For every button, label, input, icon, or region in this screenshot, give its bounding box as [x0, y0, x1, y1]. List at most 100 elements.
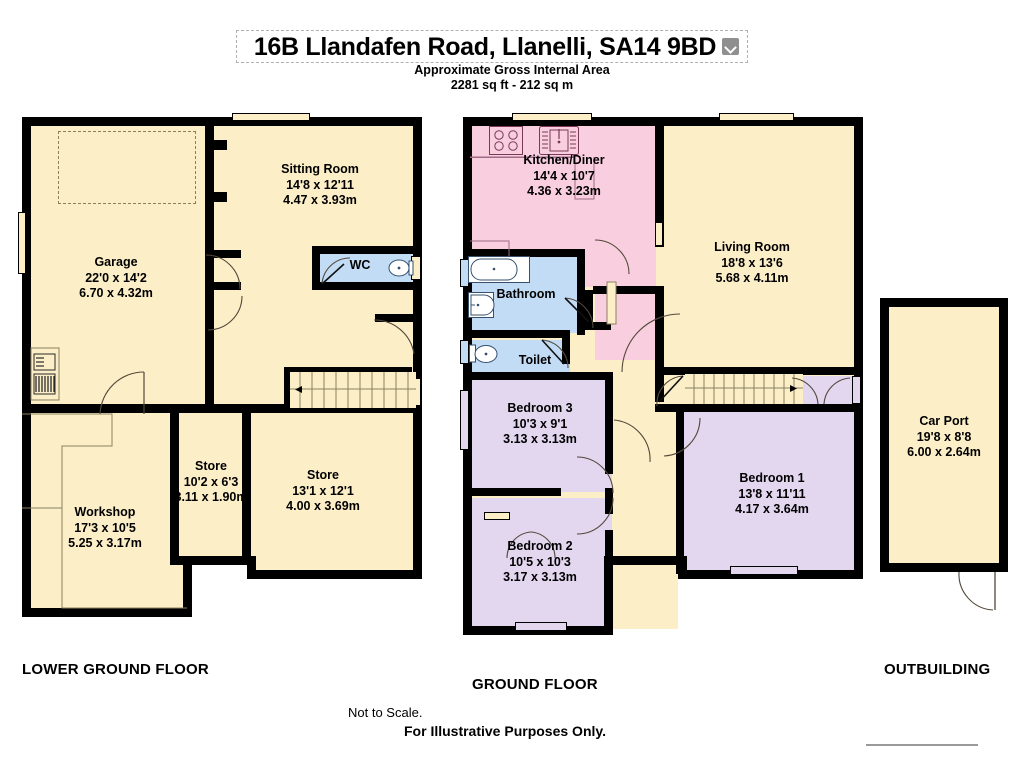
door-bathroom — [564, 297, 594, 329]
room-metric-carport: 6.00 x 2.64m — [907, 445, 981, 459]
hob-icon — [489, 126, 523, 155]
wall-hall-upper — [205, 250, 241, 258]
room-name-sitting: Sitting Room — [281, 162, 359, 176]
wall-bed3-bottom — [463, 488, 561, 496]
wall-carport-bottom — [880, 563, 968, 572]
room-imperial-kitchen: 14'4 x 10'7 — [533, 168, 595, 183]
garage-parking-outline — [58, 131, 196, 204]
wall-lower-left — [22, 117, 31, 617]
room-label-bed3: Bedroom 3 10'3 x 9'1 3.13 x 3.13m — [477, 401, 603, 448]
room-name-living: Living Room — [714, 240, 790, 254]
window-bed3-left — [460, 390, 469, 450]
wall-ground-right — [854, 117, 863, 579]
room-name-toilet: Toilet — [518, 353, 552, 367]
room-metric-bed2: 3.17 x 3.13m — [503, 570, 577, 584]
door-hall-stair — [656, 375, 684, 407]
room-name-bed2: Bedroom 2 — [507, 539, 573, 553]
wall-lower-bottom-mid — [183, 556, 192, 617]
room-label-bed2: Bedroom 2 10'5 x 10'3 3.17 x 3.13m — [477, 539, 603, 586]
wall-lower-mid-horizontal — [22, 404, 422, 413]
wall-wc-left — [312, 246, 320, 290]
room-metric-living: 5.68 x 4.11m — [715, 271, 789, 285]
window-kitchen-top — [512, 113, 592, 121]
wall-kitchen-bottom — [593, 286, 663, 294]
wall-stair-top — [284, 367, 412, 375]
door-bed1-wardrobe — [791, 377, 851, 405]
floor-label-lower-ground: LOWER GROUND FLOOR — [22, 661, 209, 678]
door-wc — [321, 257, 351, 285]
floorplan-lower-ground: Garage 22'0 x 14'2 6.70 x 4.32m Sitting … — [0, 0, 440, 668]
wall-carport-right — [999, 298, 1008, 572]
exterior-cutout-south — [186, 556, 256, 666]
wall-bed2-right — [605, 530, 613, 560]
gross-internal-area-value: 2281 sq ft - 212 sq m — [450, 78, 574, 92]
wall-toilet-bottom — [463, 372, 613, 380]
room-imperial-bed1: 13'8 x 11'11 — [738, 486, 806, 501]
room-label-toilet: Toilet — [495, 353, 575, 369]
room-imperial-living: 18'8 x 13'6 — [721, 255, 783, 270]
room-label-living: Living Room 18'8 x 13'6 5.68 x 4.11m — [672, 240, 832, 287]
window-garage-left — [18, 212, 26, 274]
room-label-sitting: Sitting Room 14'8 x 12'11 4.47 x 3.93m — [240, 162, 400, 209]
door-living-main — [621, 313, 681, 373]
room-label-store-large: Store 13'1 x 12'1 4.00 x 3.69m — [253, 468, 393, 515]
room-imperial-garage: 22'0 x 14'2 — [85, 270, 147, 285]
title-dashed-box — [236, 30, 748, 63]
room-metric-workshop: 5.25 x 3.17m — [68, 536, 142, 550]
wall-lower-bottom-right — [247, 570, 422, 579]
door-carport — [958, 571, 996, 611]
door-hall-upper — [205, 254, 241, 290]
room-label-garage: Garage 22'0 x 14'2 6.70 x 4.32m — [36, 255, 196, 302]
room-fill-store-small — [170, 404, 252, 564]
wall-lower-bottom-riser — [247, 556, 256, 576]
wall-kitchen-right-lower — [655, 286, 664, 372]
room-name-store-small: Store — [195, 459, 227, 473]
window-bed1-bottom — [730, 566, 798, 575]
wall-sitting-jamb — [205, 140, 227, 150]
wall-stair-ground-bottom — [655, 404, 863, 412]
wall-ground-step-south — [604, 556, 684, 565]
window-garage-top — [232, 113, 310, 121]
wall-wc-bottom — [312, 282, 422, 290]
staircase-lower-icon — [290, 372, 416, 408]
wall-carport-left — [880, 298, 889, 572]
door-hall-lower — [207, 295, 243, 331]
wall-bathroom-bottom — [463, 330, 563, 338]
wc-toilet-icon — [388, 259, 414, 277]
wall-store-small-right — [242, 404, 251, 564]
room-imperial-store-small: 10'2 x 6'3 — [183, 474, 239, 489]
wall-bed1-left — [676, 404, 684, 574]
staircase-ground-icon — [685, 374, 803, 404]
room-metric-bed1: 4.17 x 3.64m — [735, 502, 809, 516]
room-imperial-sitting: 14'8 x 12'11 — [286, 177, 354, 192]
door-garage-south — [99, 371, 145, 415]
fuse-box-icon — [30, 347, 60, 401]
chevron-down-icon[interactable] — [722, 38, 739, 55]
wall-hall-ground-right — [655, 372, 664, 402]
wall-stair-ground-top — [655, 367, 863, 375]
footer-rule — [866, 744, 978, 746]
bathtub-icon — [468, 256, 530, 283]
ground-cutout-southmid — [497, 630, 687, 670]
floor-label-outbuilding: OUTBUILDING — [884, 661, 991, 678]
wall-living-divider-a — [585, 290, 593, 330]
window-bed2-bottom — [515, 622, 567, 631]
wall-carport-top — [880, 298, 1008, 307]
door-sitting-south — [373, 319, 415, 355]
room-imperial-store-large: 13'1 x 12'1 — [292, 483, 354, 498]
door-hall-landing — [613, 419, 651, 463]
room-name-bathroom: Bathroom — [496, 287, 556, 301]
room-label-workshop: Workshop 17'3 x 10'5 5.25 x 3.17m — [25, 505, 185, 552]
workshop-inner-outline — [22, 413, 187, 609]
door-bed2 — [576, 497, 614, 535]
toilet-icon — [469, 344, 498, 363]
room-imperial-carport: 19'8 x 8'8 — [916, 429, 972, 444]
window-living-left-upper — [655, 222, 663, 246]
ground-cutout-southeast — [678, 578, 868, 668]
room-label-store-small: Store 10'2 x 6'3 3.11 x 1.90m — [141, 459, 281, 506]
wall-lower-right — [413, 117, 422, 579]
wall-store-small-bottom — [170, 556, 251, 565]
sink-icon — [539, 126, 579, 155]
room-name-garage: Garage — [94, 255, 138, 269]
door-bed3 — [576, 456, 614, 494]
